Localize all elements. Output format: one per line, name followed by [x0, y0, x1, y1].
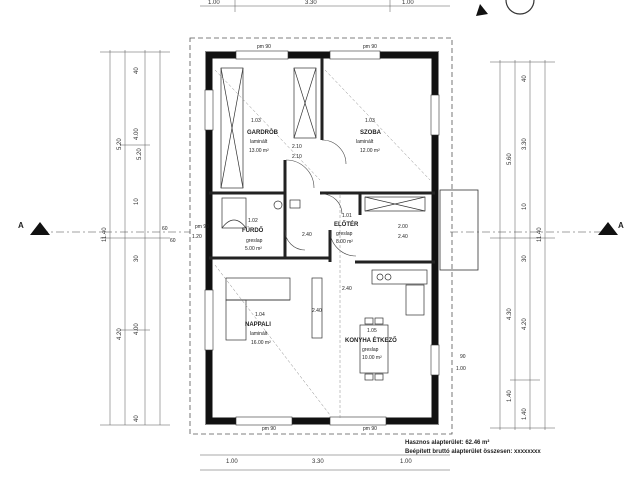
- right-dim: 11.40: [537, 227, 543, 242]
- pm-mark: pm 90: [257, 44, 271, 50]
- pm-mark: pm 90: [363, 44, 377, 50]
- room-area: 5.00 m²: [245, 246, 262, 252]
- section-marker-left: [30, 222, 50, 235]
- room-id: 1.04: [255, 312, 265, 318]
- text-layer: A A 1.03 GARDRÓB laminált 13.00 m² 1.03 …: [18, 0, 624, 465]
- room-area: 16.00 m²: [251, 340, 271, 346]
- left-dim: 4.20: [117, 328, 123, 340]
- right-dim: 40: [522, 75, 528, 82]
- site-boundary: [189, 37, 453, 435]
- right-dim: 30: [522, 255, 528, 262]
- pm-mark: pm 90: [195, 224, 209, 230]
- left-dim: 40: [134, 67, 140, 74]
- room-id: 1.01: [342, 213, 352, 219]
- right-dim: 4.20: [522, 318, 528, 330]
- door-dim: 2.40: [342, 286, 352, 292]
- door-dim: 2.40: [312, 308, 322, 314]
- door-dim: 2.00: [398, 224, 408, 230]
- wardrobe: [220, 67, 426, 212]
- room-floor: laminált: [356, 139, 374, 145]
- interior-walls: [209, 58, 435, 264]
- left-dimensions: [100, 50, 170, 426]
- door-dim: 1.00: [456, 366, 466, 372]
- door-dim: 2.10: [292, 144, 302, 150]
- doors: [284, 139, 357, 257]
- room-id: 1.03: [251, 118, 261, 124]
- left-dim: 4.00: [134, 323, 140, 335]
- left-dim: 10: [134, 198, 140, 205]
- top-dim: 3.30: [305, 0, 317, 6]
- room-name: FÜRDŐ: [242, 227, 264, 234]
- door-dim: 2.40: [398, 234, 408, 240]
- misc-dim: 60: [162, 226, 168, 232]
- north-arrow-icon: [476, 0, 535, 16]
- room-name: SZOBA: [360, 130, 382, 136]
- right-dim: 3.30: [522, 138, 528, 150]
- right-dim: 5.60: [507, 153, 513, 165]
- right-dimensions: [490, 60, 555, 430]
- room-name: KONYHA ÉTKEZŐ: [345, 336, 397, 344]
- room-area: 13.00 m²: [249, 148, 269, 154]
- room-name: ELŐTÉR: [334, 220, 359, 228]
- misc-dim: 1.20: [192, 234, 202, 240]
- kitchen: [359, 269, 428, 381]
- bathroom-fixtures: [221, 197, 301, 229]
- room-name: NAPPALI: [245, 322, 271, 328]
- room-id: 1.03: [365, 118, 375, 124]
- top-dim: 1.00: [402, 0, 414, 6]
- right-dim: 10: [522, 203, 528, 210]
- left-dim: 11.40: [102, 227, 108, 242]
- room-area: 12.00 m²: [360, 148, 380, 154]
- left-dim: 5.20: [137, 148, 143, 160]
- windows: [204, 50, 440, 426]
- door-dim: 2.40: [302, 232, 312, 238]
- note-useful-area: Hasznos alapterület: 62.46 m²: [405, 439, 489, 446]
- section-label-right: A: [618, 221, 624, 230]
- left-dim: 30: [134, 255, 140, 262]
- section-label-left: A: [18, 221, 24, 230]
- right-dim: 4.30: [507, 308, 513, 320]
- outer-walls: [205, 51, 439, 425]
- left-dim: 5.20: [117, 138, 123, 150]
- section-marker-right: [598, 222, 618, 235]
- misc-dim: 60: [170, 238, 176, 244]
- room-floor: greslap: [246, 238, 263, 244]
- room-id: 1.05: [367, 328, 377, 334]
- exterior-step: [439, 189, 479, 271]
- room-floor: laminált: [250, 139, 268, 145]
- right-dim-labels: 11.40 5.60 4.30 1.40 40 3.30 10 30 4.20 …: [507, 75, 543, 420]
- door-dim: 90: [460, 354, 466, 360]
- room-area: 8.00 m²: [336, 239, 353, 245]
- hall-lines: [214, 69, 431, 420]
- pm-mark: pm 90: [363, 426, 377, 432]
- living-furniture: [225, 277, 323, 341]
- note-gross-area: Beépített bruttó alapterület összesen: x…: [405, 449, 541, 455]
- bottom-dim: 1.00: [226, 459, 238, 465]
- right-dim: 1.40: [522, 408, 528, 420]
- room-floor: greslap: [362, 347, 379, 353]
- right-dim: 1.40: [507, 390, 513, 402]
- left-dim-labels: 11.40 5.20 4.20 5.20 40 4.00 10 30 4.00 …: [102, 67, 143, 422]
- bottom-dim: 1.00: [400, 459, 412, 465]
- top-dim: 1.00: [208, 0, 220, 6]
- bottom-dim: 3.30: [312, 459, 324, 465]
- tb-dimensions: [200, 0, 450, 471]
- room-name: GARDRÓB: [247, 128, 279, 136]
- left-dim: 4.00: [134, 128, 140, 140]
- door-dim: 2.10: [292, 154, 302, 160]
- room-floor: laminált: [250, 331, 268, 337]
- room-area: 10.00 m²: [362, 355, 382, 361]
- section-line: [30, 222, 618, 235]
- room-id: 1.02: [248, 218, 258, 224]
- pm-mark: pm 90: [262, 426, 276, 432]
- left-dim: 40: [134, 415, 140, 422]
- room-floor: greslap: [336, 231, 353, 237]
